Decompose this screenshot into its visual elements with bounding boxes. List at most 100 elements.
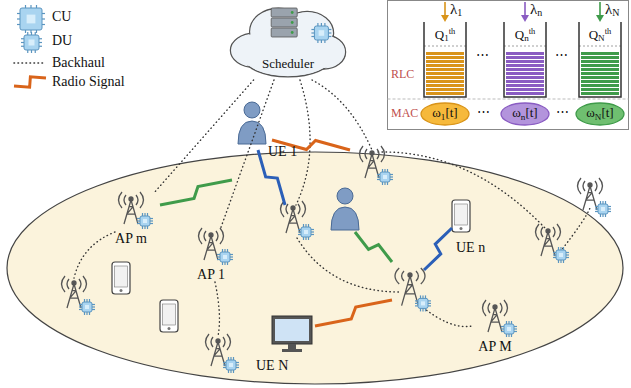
queue-inset-frame bbox=[388, 1, 629, 130]
subscript-label: N bbox=[612, 7, 619, 18]
node-text: n bbox=[524, 33, 529, 43]
node-label: AP m bbox=[115, 231, 147, 246]
node-text: AP m bbox=[115, 231, 147, 246]
rlc-queue: Qnth bbox=[503, 22, 547, 98]
node-label: ωN[t] bbox=[586, 106, 613, 122]
chip-icon bbox=[21, 32, 42, 53]
node-text: 1 bbox=[441, 112, 446, 122]
node-text: ω bbox=[586, 105, 595, 120]
legend-text: Backhaul bbox=[52, 55, 105, 70]
text-label: ⋯ bbox=[476, 48, 489, 62]
node-text: ω bbox=[512, 105, 521, 120]
node-label: ω1[t] bbox=[432, 106, 457, 122]
chip-icon bbox=[17, 5, 45, 33]
text-label: UE 1 bbox=[268, 144, 297, 159]
text-label: λ bbox=[605, 1, 612, 18]
node-text: Q bbox=[435, 27, 444, 42]
text-label: λ bbox=[530, 1, 537, 18]
chip-icon bbox=[223, 357, 239, 373]
node-text: [t] bbox=[445, 105, 457, 120]
server-icon bbox=[271, 8, 297, 37]
chip-icon bbox=[415, 295, 431, 311]
arrival-arrow bbox=[599, 2, 601, 16]
text-label: λ bbox=[450, 1, 457, 18]
backhaul-link bbox=[74, 232, 115, 278]
arrival-arrowhead bbox=[596, 15, 604, 22]
node-text: 1 bbox=[444, 33, 449, 43]
node-text: [t] bbox=[525, 105, 537, 120]
chip-icon bbox=[79, 299, 95, 315]
user-icon bbox=[238, 102, 266, 144]
backhaul-link bbox=[378, 152, 545, 228]
node-text: AP M bbox=[478, 339, 511, 354]
node-label: AP M bbox=[478, 339, 511, 354]
chip-icon bbox=[501, 321, 517, 337]
node-label: Qnth bbox=[515, 27, 536, 43]
node-label: AP 1 bbox=[197, 267, 225, 282]
chip-icon bbox=[298, 224, 314, 240]
node-label: Scheduler bbox=[262, 57, 314, 71]
legend-text: Radio Signal bbox=[52, 74, 125, 89]
arrival-arrowhead bbox=[441, 15, 449, 22]
mac-weight-oval: ωn[t] bbox=[500, 102, 550, 126]
node-text: Q bbox=[589, 27, 598, 42]
text-label: ⋯ bbox=[477, 105, 490, 119]
scheduler-cloud: Scheduler bbox=[228, 2, 348, 80]
node-text: n bbox=[521, 112, 526, 122]
node-label: Q1th bbox=[435, 27, 456, 43]
node-text: [t] bbox=[601, 105, 613, 120]
text-label: UE n bbox=[456, 240, 485, 255]
node-text: Q bbox=[515, 27, 524, 42]
chip-icon bbox=[595, 201, 611, 217]
text-label: ⋯ bbox=[556, 105, 569, 119]
node-text: ω bbox=[432, 105, 441, 120]
backhaul-link bbox=[312, 80, 372, 150]
subscript-label: n bbox=[537, 7, 542, 18]
text-label: UE N bbox=[256, 358, 288, 373]
mac-weight-oval: ω1[t] bbox=[420, 102, 470, 126]
radio-signal bbox=[355, 232, 392, 262]
chip-icon bbox=[377, 169, 393, 185]
legend-text: CU bbox=[52, 9, 71, 24]
rlc-queue: QNth bbox=[578, 22, 622, 98]
backhaul-link bbox=[215, 282, 219, 336]
backhaul-link bbox=[297, 238, 400, 292]
text-label: MAC bbox=[391, 107, 418, 120]
access-point: AP M bbox=[472, 300, 518, 354]
radio-signal bbox=[160, 180, 232, 205]
chip-icon bbox=[217, 249, 233, 265]
node-label: ωn[t] bbox=[512, 106, 537, 122]
rlc-queue: Q1th bbox=[423, 22, 467, 98]
backhaul-link bbox=[221, 80, 274, 228]
node-label: QNth bbox=[589, 27, 612, 43]
arrival-arrowhead bbox=[521, 15, 529, 22]
backhaul-link bbox=[154, 80, 254, 193]
chip-icon bbox=[311, 23, 331, 43]
radio-signal bbox=[14, 77, 46, 88]
node-text: N bbox=[598, 33, 605, 43]
phone-icon bbox=[160, 300, 178, 332]
legend-text: DU bbox=[52, 33, 72, 48]
layer-divider bbox=[388, 99, 629, 100]
node-text: th bbox=[529, 26, 536, 36]
chip-icon bbox=[553, 247, 569, 263]
arrival-arrow bbox=[444, 2, 446, 16]
node-text: AP 1 bbox=[197, 267, 225, 282]
node-text: Scheduler bbox=[262, 56, 314, 71]
phone-icon bbox=[112, 262, 130, 294]
backhaul-link bbox=[296, 80, 310, 205]
mac-weight-oval: ωN[t] bbox=[575, 102, 625, 126]
node-text: th bbox=[449, 26, 456, 36]
backhaul-sample bbox=[14, 62, 46, 64]
text-label: RLC bbox=[391, 68, 414, 81]
node-text: N bbox=[595, 112, 602, 122]
phone-icon bbox=[452, 200, 470, 232]
chip-icon bbox=[137, 213, 153, 229]
radio-signal bbox=[424, 228, 452, 270]
monitor-icon bbox=[272, 316, 312, 352]
user-icon bbox=[331, 188, 359, 230]
backhaul-link bbox=[560, 208, 590, 252]
radio-signal bbox=[315, 300, 392, 326]
access-point: AP m bbox=[108, 192, 154, 246]
